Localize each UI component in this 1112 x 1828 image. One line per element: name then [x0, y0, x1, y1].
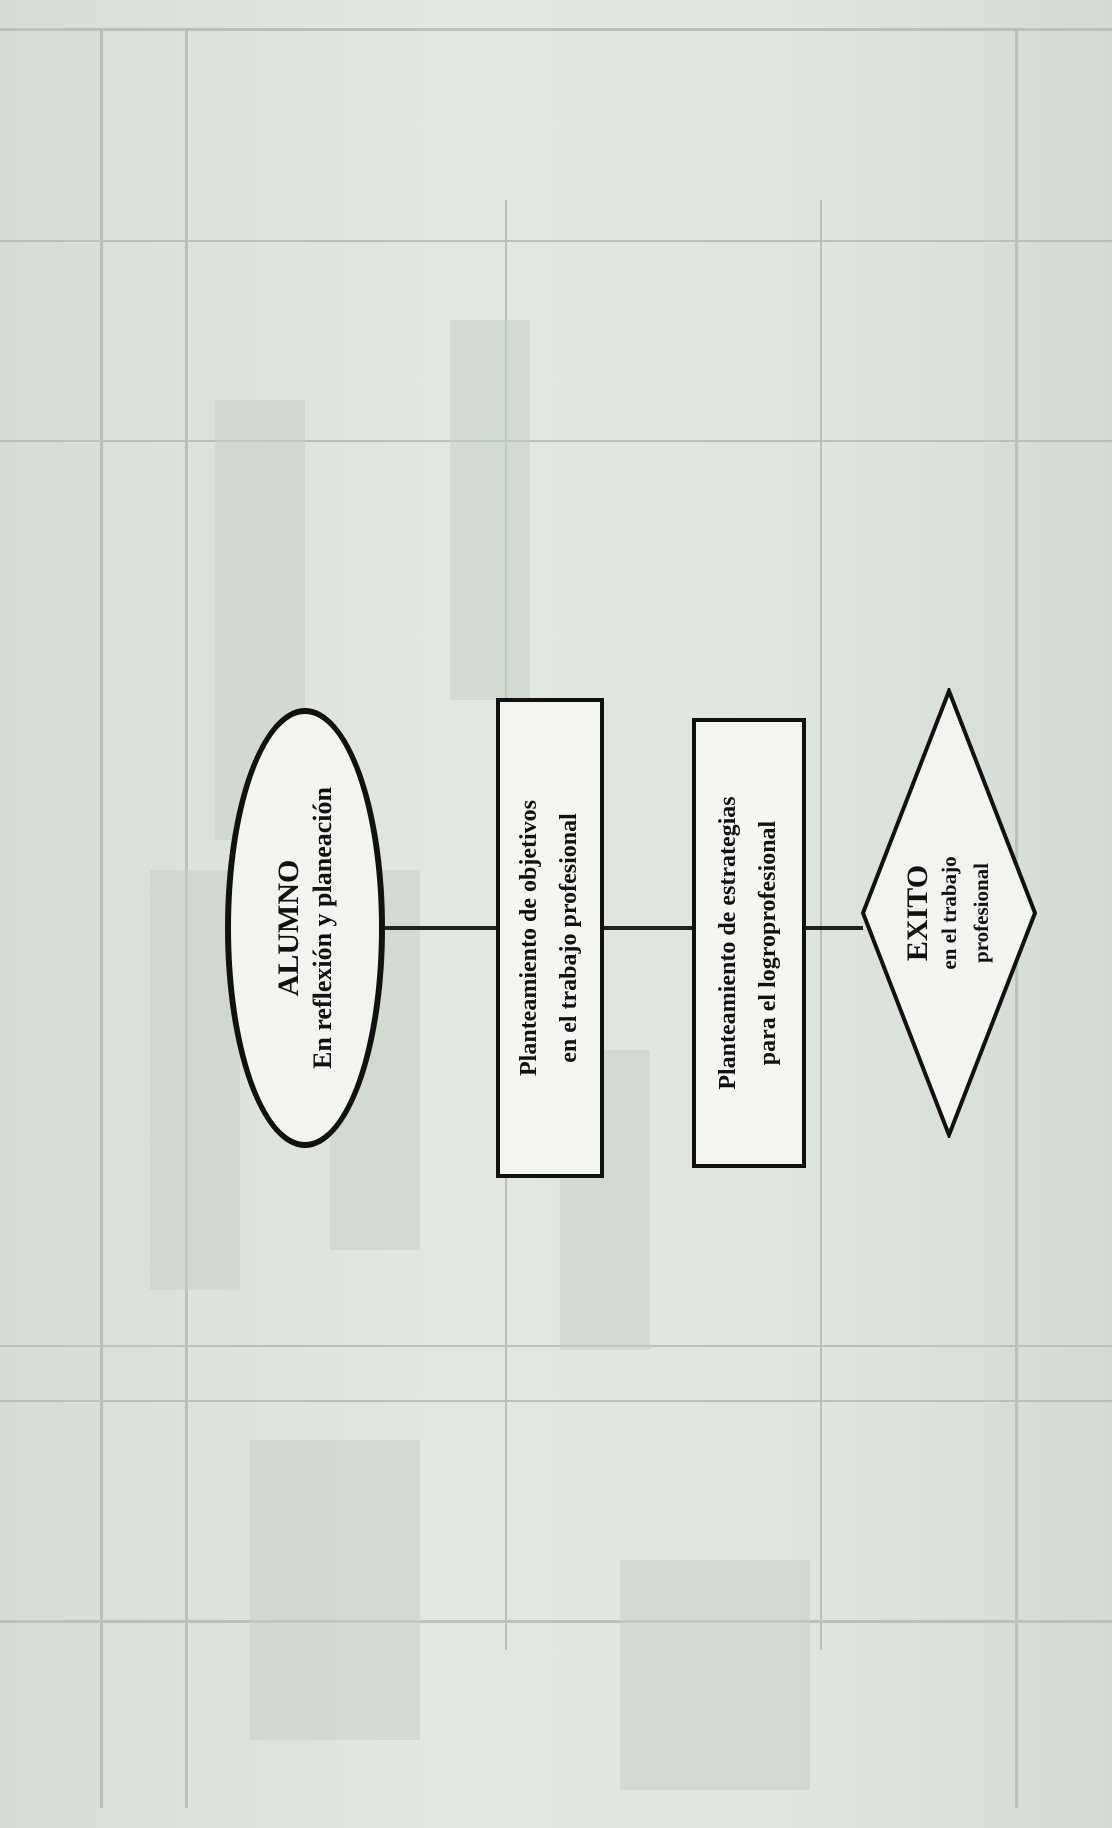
- show-through-shade: [450, 320, 530, 700]
- step-objectives-box: Planteamiento de objetivos en el trabajo…: [496, 698, 604, 1178]
- show-through-line: [0, 240, 1112, 242]
- step-strategies-line1: Planteamiento de estrategias: [715, 796, 742, 1090]
- step-strategies-box: Planteamiento de estrategias para el log…: [692, 718, 806, 1168]
- show-through-line: [100, 28, 103, 1808]
- flowchart: ALUMNO En reflexión y planeación Plantea…: [0, 28, 1100, 1828]
- end-node-text: EXITO en el trabajo profesional: [860, 688, 1038, 1138]
- start-node-ellipse: ALUMNO En reflexión y planeación: [225, 708, 385, 1148]
- show-through-line: [0, 28, 1112, 31]
- diamond-shape: [860, 688, 1038, 1138]
- step-strategies-line2: para el logroprofesional: [755, 820, 781, 1066]
- show-through-line: [0, 1345, 1112, 1347]
- end-node-line3: profesional: [968, 863, 993, 963]
- end-node-diamond: EXITO en el trabajo profesional: [860, 688, 1038, 1138]
- connector-step2-to-end: [805, 926, 863, 930]
- connector-start-to-step1: [382, 926, 497, 930]
- show-through-line: [0, 1620, 1112, 1623]
- show-through-shade: [620, 1560, 810, 1790]
- step-objectives-line2: en el trabajo profesional: [556, 813, 582, 1063]
- start-node-subtitle: En reflexión y planeación: [307, 787, 337, 1069]
- show-through-shade: [250, 1440, 420, 1740]
- show-through-line: [0, 1400, 1112, 1402]
- connector-step1-to-step2: [603, 926, 693, 930]
- end-node-line2: en el trabajo: [937, 856, 961, 970]
- end-node-title: EXITO: [901, 864, 934, 962]
- show-through-line: [0, 440, 1112, 442]
- show-through-line: [820, 200, 822, 1650]
- step-objectives-line1: Planteamiento de objetivos: [516, 800, 543, 1076]
- start-node-title: ALUMNO: [272, 859, 306, 997]
